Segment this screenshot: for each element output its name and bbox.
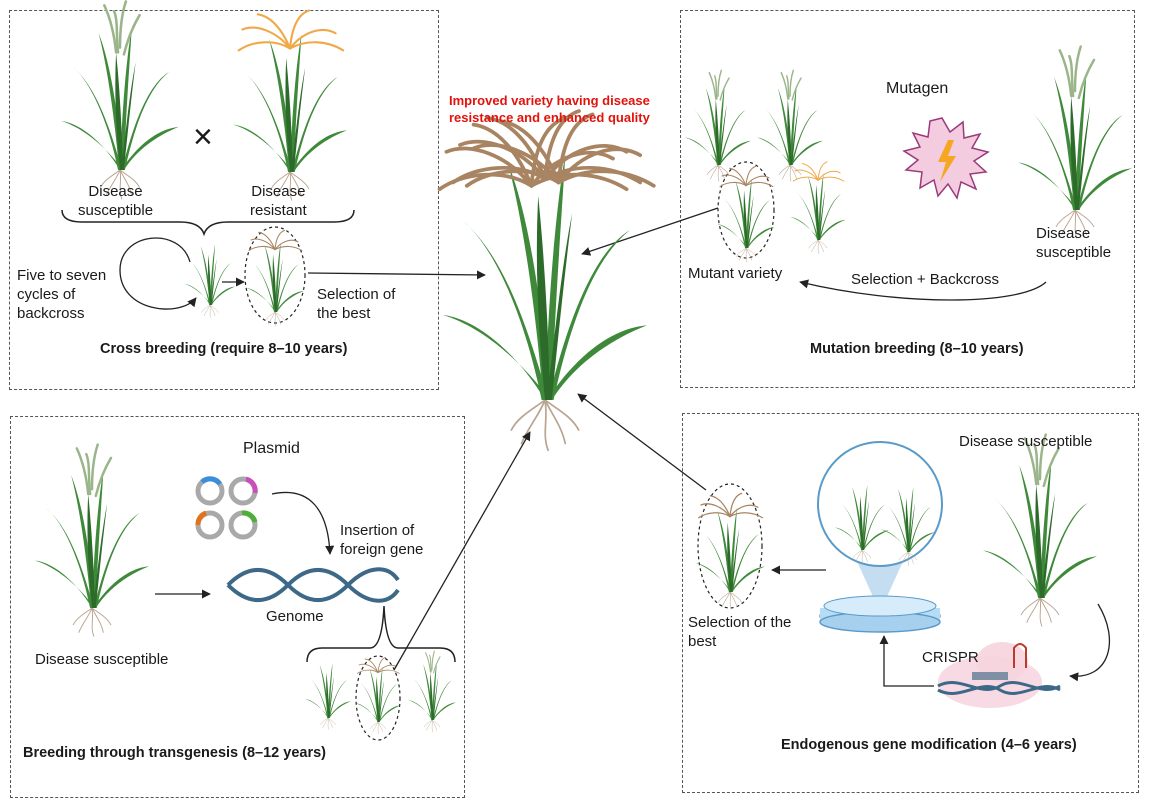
selection-backcross-label: Selection + Backcross — [851, 271, 999, 288]
mutation-to-improved-arrow — [581, 207, 719, 256]
mutagen-starburst-icon — [902, 117, 990, 200]
insertion-line-1: Insertion of — [340, 522, 415, 539]
improved-variety-line-2: resistance and enhanced quality — [449, 110, 650, 125]
plasmid-label: Plasmid — [243, 440, 300, 457]
crispr-to-dish-arrow — [879, 635, 934, 687]
cross-breeding-title: Cross breeding (require 8–10 years) — [100, 341, 348, 357]
mutation-susceptible-line-2: susceptible — [1036, 244, 1112, 261]
cross-susceptible-label: Disease susceptible — [78, 182, 153, 220]
gm-to-improved-arrow — [577, 393, 707, 491]
cross-breeding-panel — [9, 10, 439, 390]
petri-dish-icon — [819, 546, 941, 633]
cross-susceptible-line-2: susceptible — [78, 202, 154, 219]
backcross-cycles-label: Five to seven cycles of backcross — [17, 266, 106, 323]
mutant-variety-label: Mutant variety — [688, 265, 783, 282]
gene-modification-title: Endogenous gene modification (4–6 years) — [781, 737, 1077, 753]
selection-backcross-arrow — [799, 279, 1047, 301]
improved-variety-label: Improved variety having disease resistan… — [449, 92, 650, 126]
cross-brace — [61, 209, 355, 237]
mutagen-label: Mutagen — [886, 80, 949, 97]
gm-susceptible-plant — [982, 433, 1098, 627]
insertion-arrow — [271, 491, 335, 555]
mutation-breeding-panel — [680, 10, 1135, 388]
transgenesis-title: Breeding through transgenesis (8–12 year… — [23, 745, 326, 761]
gm-selection-line-1: Selection of the — [688, 614, 792, 631]
transgenesis-to-improved-arrow — [393, 431, 531, 671]
mutation-susceptible-line-1: Disease — [1036, 225, 1091, 242]
susceptible-rice-plant — [60, 0, 180, 200]
gm-selection-circle — [697, 483, 763, 609]
mutation-rice-plant-orange — [790, 161, 846, 255]
genome-brace — [306, 605, 456, 663]
insertion-label: Insertion of foreign gene — [340, 521, 423, 559]
cross-selection-line-1: Selection of — [317, 286, 396, 303]
backcross-cycles-line-1: Five to seven — [17, 267, 107, 284]
gene-modification-panel — [682, 413, 1139, 793]
mutation-rice-plant-1 — [684, 69, 752, 182]
backcross-cycle-arrow — [119, 237, 197, 310]
crispr-complex-icon — [937, 642, 1061, 708]
transgenesis-susceptible-label: Disease susceptible — [35, 651, 169, 668]
mutation-breeding-title: Mutation breeding (8–10 years) — [810, 341, 1024, 357]
mutant-rice-plant — [716, 165, 776, 263]
backcross-cycles-line-3: backcross — [17, 305, 85, 322]
transgenic-plant-1 — [305, 662, 351, 730]
improved-variety-line-1: Improved variety having disease — [449, 93, 650, 108]
small-rice-plant — [184, 243, 236, 318]
magnified-seedlings-circle — [817, 441, 943, 567]
genome-dna-icon — [226, 567, 400, 603]
mutation-susceptible-plant — [1017, 45, 1133, 239]
crispr-label: CRISPR — [922, 649, 979, 666]
gm-susceptible-label: Disease susceptible — [959, 433, 1093, 450]
cross-resistant-line-2: resistant — [250, 202, 307, 219]
cross-to-improved-arrow — [307, 270, 486, 280]
cross-resistant-label: Disease resistant — [250, 182, 307, 220]
selected-rice-plant — [245, 229, 305, 327]
genome-label: Genome — [266, 608, 324, 625]
backcross-cycles-line-2: cycles of — [17, 286, 76, 303]
gm-selection-label: Selection of the best — [688, 613, 791, 651]
mutation-susceptible-label: Disease susceptible — [1036, 224, 1111, 262]
cross-symbol: × — [193, 118, 213, 156]
plasmid-icon — [195, 476, 258, 540]
mutation-rice-plant-2 — [756, 69, 824, 182]
gm-selection-line-2: best — [688, 633, 717, 650]
cross-selection-line-2: the best — [317, 305, 371, 322]
transgenic-susceptible-plant — [34, 443, 150, 637]
cross-selection-label: Selection of the best — [317, 285, 395, 323]
gm-selected-plant — [694, 492, 766, 610]
resistant-rice-plant — [232, 9, 348, 201]
transgenic-plant-3 — [407, 650, 457, 733]
improved-rice-plant — [437, 109, 656, 452]
cross-resistant-line-1: Disease — [251, 183, 306, 200]
transgenic-selection-circle — [355, 655, 401, 741]
transgenesis-panel — [10, 416, 465, 798]
plant-to-crispr-arrow — [1069, 603, 1111, 682]
cross-susceptible-line-1: Disease — [88, 183, 143, 200]
insertion-line-2: foreign gene — [340, 541, 424, 558]
